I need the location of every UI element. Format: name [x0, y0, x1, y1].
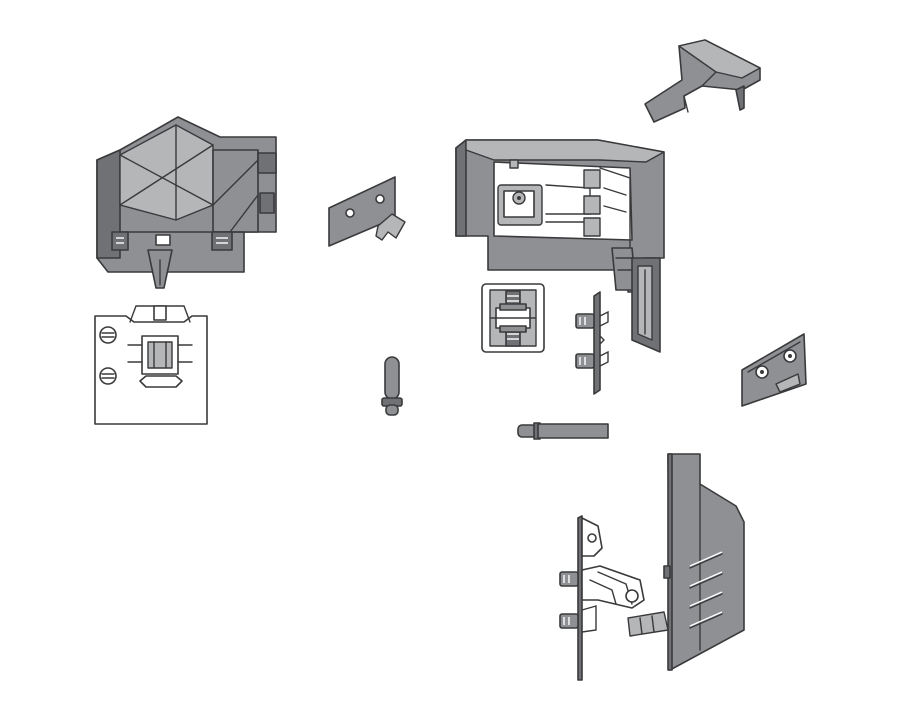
rear-connector-plate	[741, 333, 807, 407]
positioning-pin	[381, 356, 403, 416]
front-left-corner-bracket	[96, 116, 277, 289]
front-right-corner-bracket	[455, 139, 665, 353]
small-mounting-bracket	[328, 176, 406, 247]
side-screw-strip	[575, 291, 609, 395]
top-clip	[644, 39, 761, 123]
rear-mounting-bracket	[559, 515, 645, 681]
front-fixing-plate	[94, 305, 208, 425]
horizontal-dowel	[517, 422, 609, 440]
rear-panel-holder	[627, 453, 745, 671]
adjuster-insert	[481, 283, 545, 353]
